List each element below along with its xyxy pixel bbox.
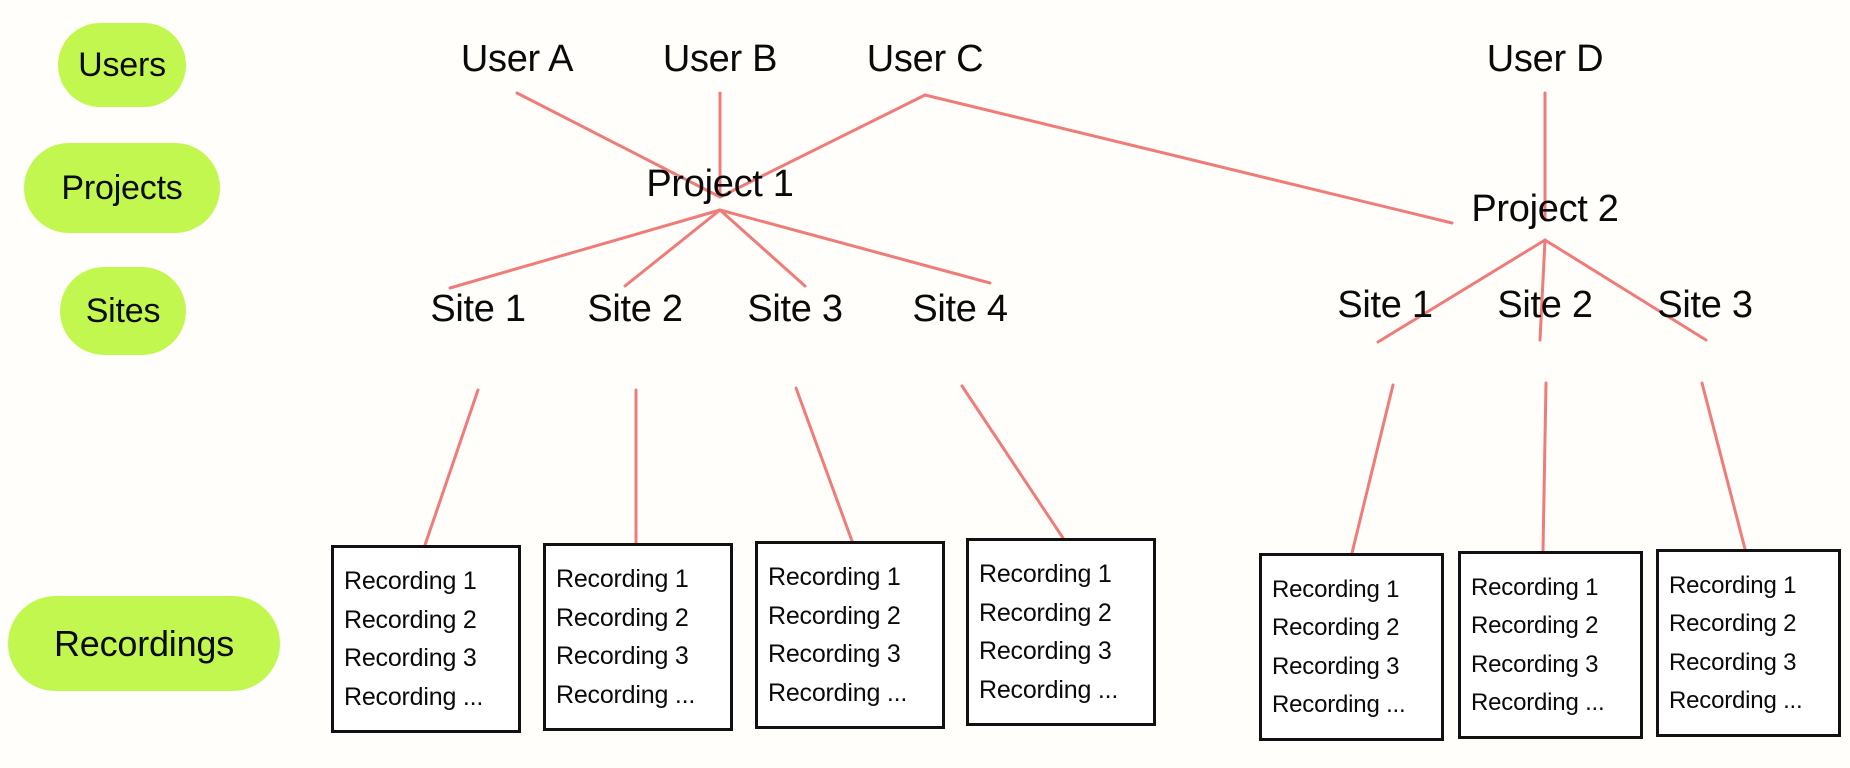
site-node-p2-1[interactable]: Site 1 (1337, 284, 1433, 326)
recording-box-3[interactable]: Recording 1 Recording 2 Recording 3 Recordi… (755, 541, 945, 729)
edge-4 (923, 93, 1454, 225)
recording-item[interactable]: Recording 3 (556, 642, 689, 671)
recording-item[interactable]: Recording 1 (979, 560, 1112, 589)
recording-item[interactable]: Recording 3 (1669, 648, 1797, 676)
site-node-p1-3[interactable]: Site 3 (747, 288, 843, 330)
user-node-2[interactable]: User B (662, 38, 778, 80)
recording-item[interactable]: Recording 2 (344, 605, 477, 634)
recording-item[interactable]: Recording 2 (768, 601, 901, 630)
recording-item[interactable]: Recording 3 (979, 637, 1112, 666)
recording-item[interactable]: Recording 2 (979, 598, 1112, 627)
edge-7 (623, 208, 722, 288)
edge-13 (423, 388, 480, 547)
edge-16 (960, 384, 1065, 540)
recording-item[interactable]: Recording ... (1471, 688, 1605, 716)
recording-item[interactable]: Recording 1 (1471, 574, 1599, 602)
recording-item[interactable]: Recording 1 (1272, 576, 1400, 604)
recording-item[interactable]: Recording ... (768, 678, 908, 707)
recording-item[interactable]: Recording 2 (556, 603, 689, 632)
recording-box-7[interactable]: Recording 1 Recording 2 Recording 3 Recordi… (1656, 549, 1841, 737)
recording-item[interactable]: Recording 1 (344, 567, 477, 596)
legend-pill-projects[interactable]: Projects (24, 143, 220, 233)
recording-box-5[interactable]: Recording 1 Recording 2 Recording 3 Recordi… (1259, 553, 1444, 741)
recording-item[interactable]: Recording 3 (344, 644, 477, 673)
user-node-4[interactable]: User D (1486, 38, 1604, 80)
edge-6 (448, 208, 722, 290)
recording-item[interactable]: Recording 3 (768, 640, 901, 669)
recording-box-4[interactable]: Recording 1 Recording 2 Recording 3 Recordi… (966, 538, 1156, 726)
recording-item[interactable]: Recording ... (1669, 686, 1803, 714)
edge-9 (718, 208, 992, 285)
recording-item[interactable]: Recording 2 (1471, 612, 1599, 640)
recording-item[interactable]: Recording 3 (1471, 650, 1599, 678)
recording-item[interactable]: Recording 1 (556, 565, 689, 594)
recording-item[interactable]: Recording 3 (1272, 652, 1400, 680)
recording-item[interactable]: Recording ... (556, 680, 696, 709)
recording-item[interactable]: Recording 2 (1669, 610, 1797, 638)
site-node-p1-4[interactable]: Site 4 (912, 288, 1008, 330)
legend-pill-users[interactable]: Users (58, 23, 186, 107)
site-node-p1-1[interactable]: Site 1 (430, 288, 526, 330)
edge-19 (1700, 381, 1747, 551)
recording-box-1[interactable]: Recording 1 Recording 2 Recording 3 Recordi… (331, 545, 521, 733)
legend-pill-sites[interactable]: Sites (60, 267, 186, 355)
site-node-p1-2[interactable]: Site 2 (587, 288, 683, 330)
project-node-2[interactable]: Project 2 (1471, 188, 1619, 230)
user-node-1[interactable]: User A (460, 38, 574, 80)
user-node-3[interactable]: User C (866, 38, 984, 80)
recording-item[interactable]: Recording ... (1272, 690, 1406, 718)
edge-15 (794, 386, 854, 543)
recording-item[interactable]: Recording 1 (1669, 572, 1797, 600)
legend-pill-recordings[interactable]: Recordings (8, 596, 280, 691)
site-node-p2-3[interactable]: Site 3 (1657, 284, 1753, 326)
edge-17 (1350, 383, 1395, 555)
project-node-1[interactable]: Project 1 (646, 163, 794, 205)
site-node-p2-2[interactable]: Site 2 (1497, 284, 1593, 326)
recording-box-2[interactable]: Recording 1 Recording 2 Recording 3 Recordi… (543, 543, 733, 731)
recording-box-6[interactable]: Recording 1 Recording 2 Recording 3 Recordi… (1458, 551, 1643, 739)
edge-18 (1541, 381, 1548, 553)
recording-item[interactable]: Recording 1 (768, 563, 901, 592)
recording-item[interactable]: Recording 2 (1272, 614, 1400, 642)
recording-item[interactable]: Recording ... (979, 675, 1119, 704)
edge-8 (718, 208, 807, 288)
recording-item[interactable]: Recording ... (344, 682, 484, 711)
